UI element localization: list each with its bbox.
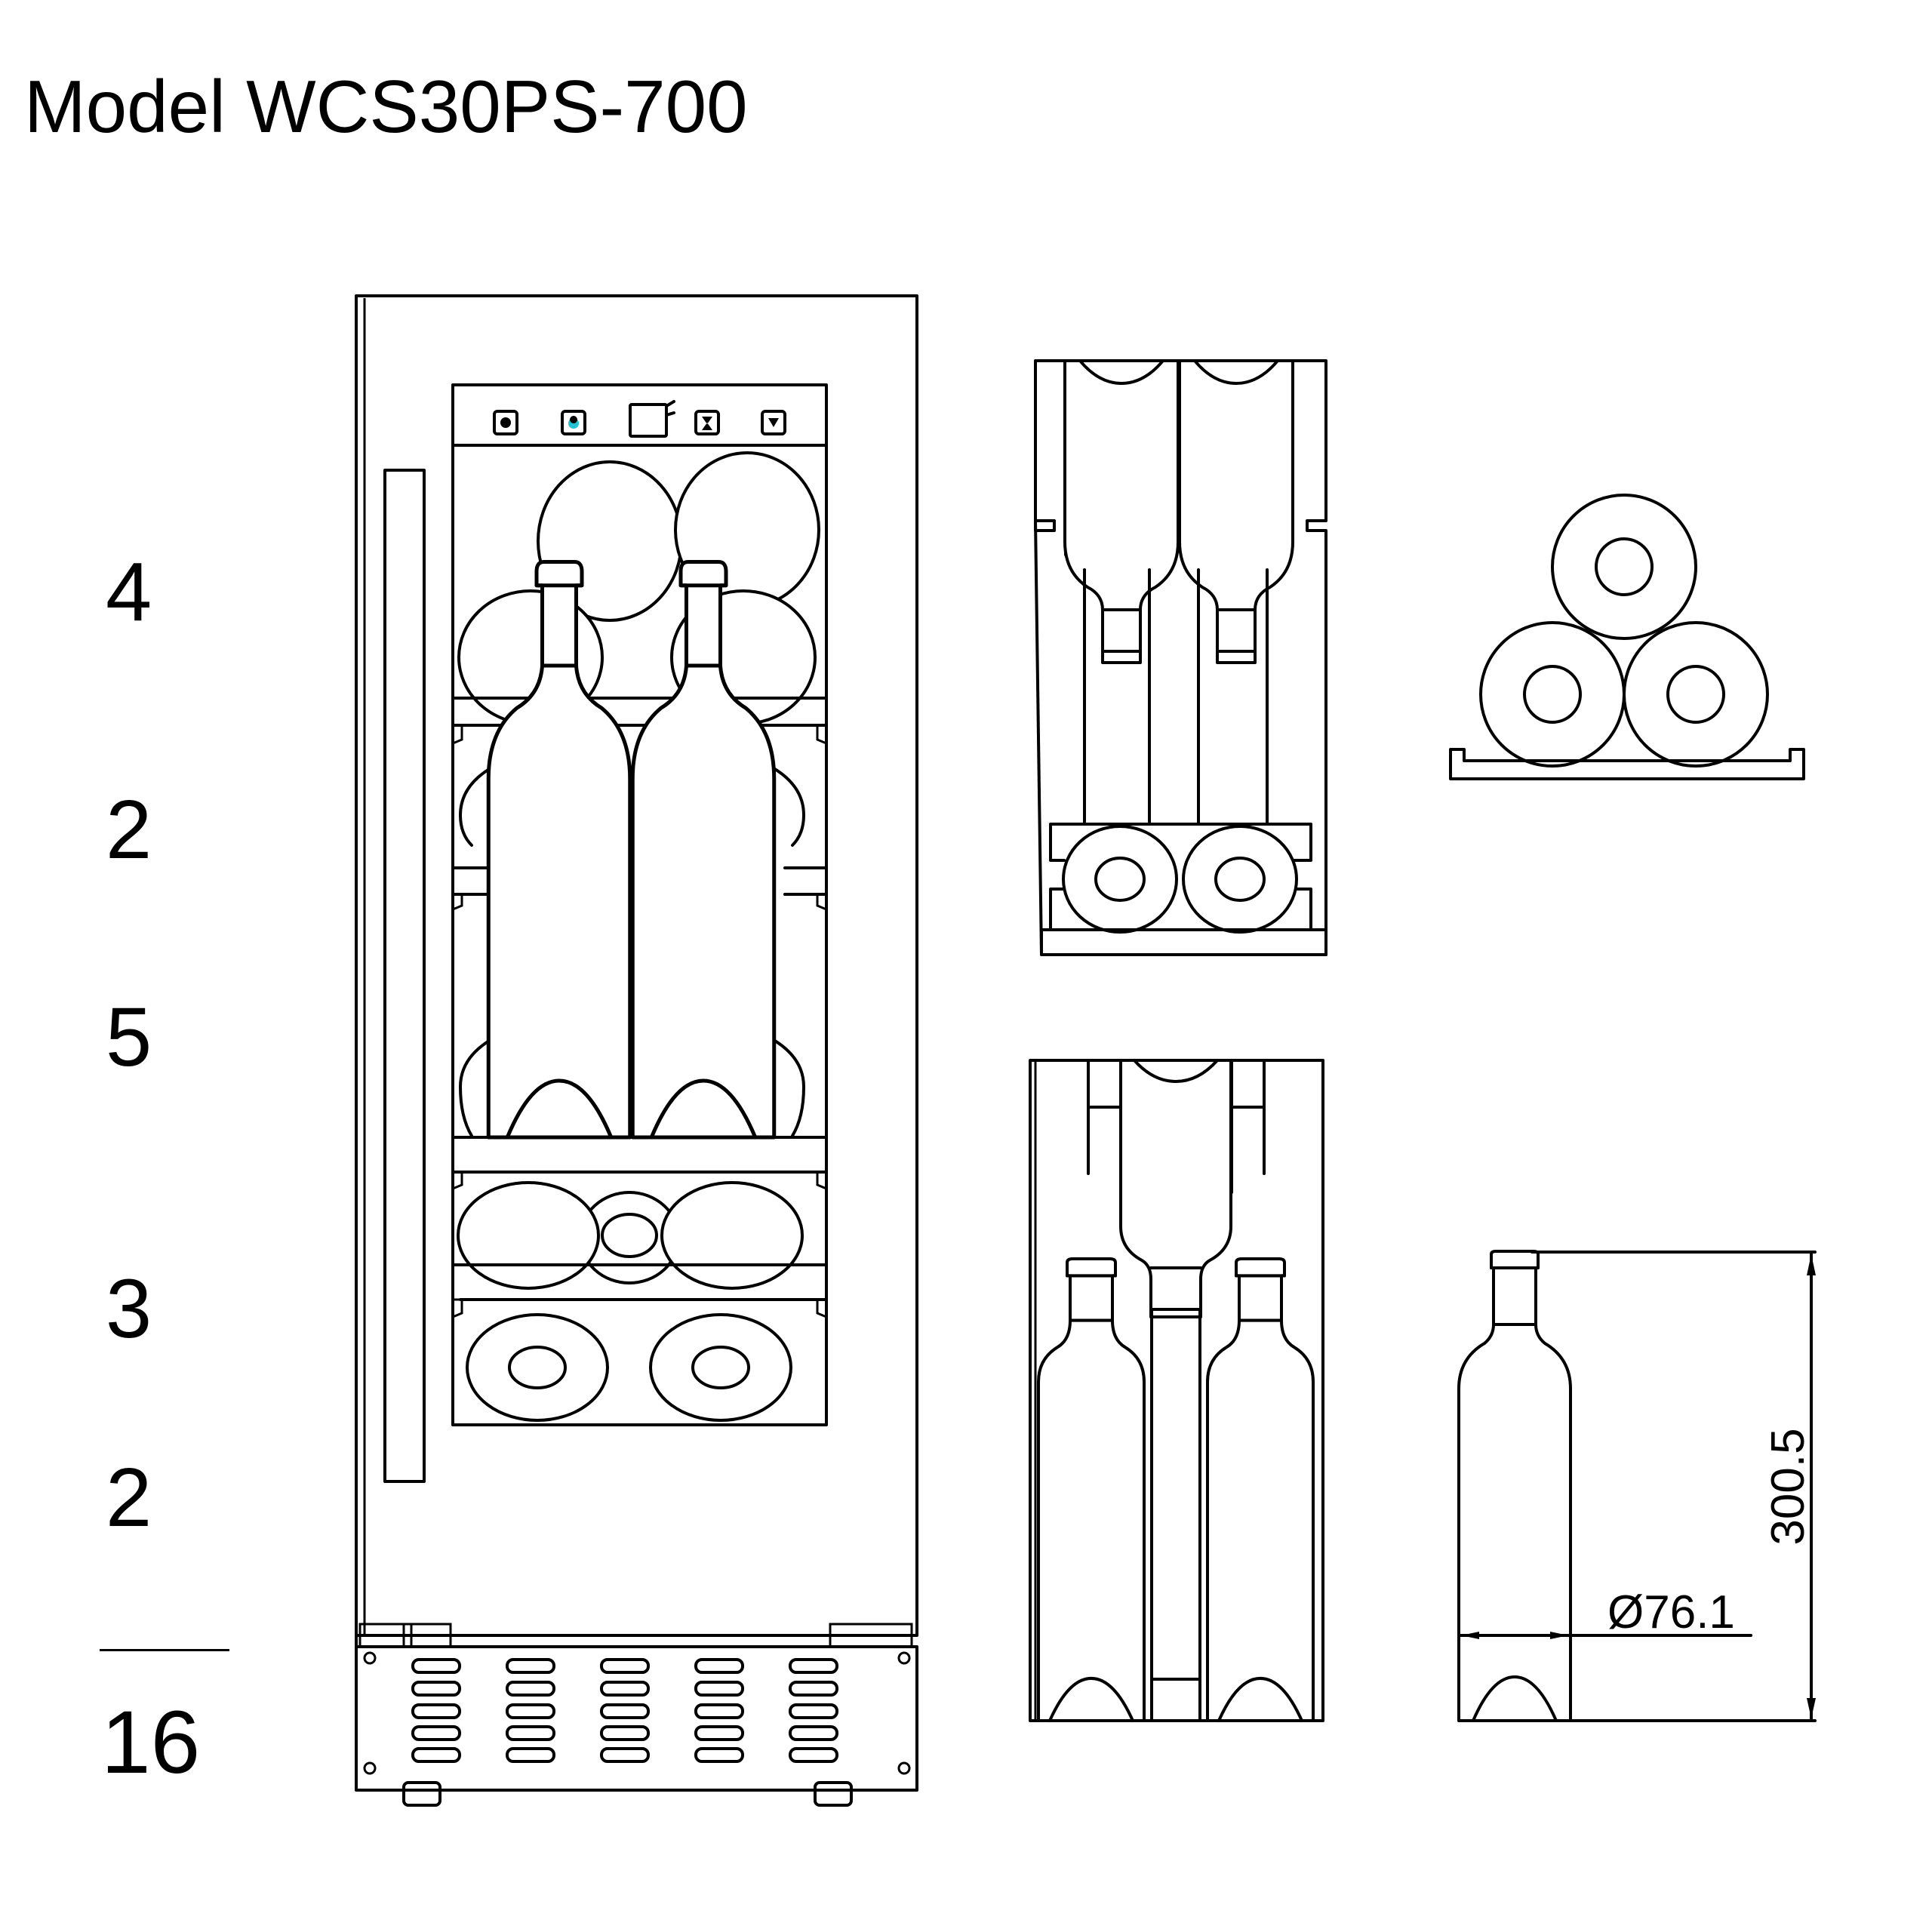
- vent-slot: [411, 1725, 461, 1741]
- vent-slot: [600, 1725, 650, 1741]
- power-button[interactable]: [493, 410, 518, 435]
- glass-window: [451, 383, 828, 1426]
- temp-down-icon: [768, 418, 779, 427]
- front-view: [355, 294, 918, 1807]
- light-button[interactable]: [561, 410, 586, 435]
- total-divider: [100, 1649, 229, 1651]
- shelf-count-2: 2: [106, 783, 152, 876]
- vent-slot: [506, 1658, 555, 1674]
- vent-slot: [789, 1747, 838, 1763]
- bottle-dimension-view: 300.5 Ø76.1: [1457, 1250, 1817, 1722]
- total-capacity: 16: [101, 1693, 201, 1792]
- vent-slot: [411, 1747, 461, 1763]
- vent-slot: [600, 1747, 650, 1763]
- vent-slot: [789, 1681, 838, 1697]
- shelf-count-1: 4: [106, 546, 152, 638]
- vent-slot: [789, 1703, 838, 1719]
- control-panel: [493, 400, 786, 438]
- temp-up-button[interactable]: [694, 410, 720, 435]
- vent-slot: [506, 1725, 555, 1741]
- vent-slot: [600, 1681, 650, 1697]
- temp-up-icon: [702, 417, 712, 430]
- shelf-count-5: 2: [106, 1451, 152, 1544]
- temp-down-button[interactable]: [761, 410, 786, 435]
- vent-slot: [694, 1681, 744, 1697]
- vent-slot: [694, 1747, 744, 1763]
- stacked-bottles-view: [1449, 494, 1805, 780]
- vent-slot: [694, 1725, 744, 1741]
- reference-bottle: [1457, 1250, 1572, 1722]
- side-view-top-shelf: [1034, 359, 1327, 956]
- leveling-foot: [814, 1781, 853, 1807]
- shelf-tray: [1449, 748, 1805, 780]
- leveling-foot: [402, 1781, 441, 1807]
- vent-slot: [506, 1747, 555, 1763]
- vent-slot: [411, 1703, 461, 1719]
- shelf-count-4: 3: [106, 1263, 152, 1355]
- shelf-count-3: 5: [106, 991, 152, 1084]
- base-grille: [355, 1645, 918, 1792]
- vent-slot: [506, 1703, 555, 1719]
- vent-slot: [789, 1658, 838, 1674]
- vent-slot: [600, 1658, 650, 1674]
- vent-slot: [411, 1681, 461, 1697]
- vent-slot: [506, 1681, 555, 1697]
- model-title: Model WCS30PS-700: [24, 65, 748, 148]
- vent-slot: [789, 1725, 838, 1741]
- shelf-4: [457, 1181, 804, 1290]
- vent-slot: [600, 1703, 650, 1719]
- vent-slot: [411, 1658, 461, 1674]
- power-icon: [500, 417, 511, 428]
- side-view-middle-shelf: [1029, 1059, 1324, 1723]
- vent-slots: [411, 1658, 838, 1763]
- shelf-5: [466, 1313, 792, 1422]
- shelf-1: [457, 451, 820, 725]
- vent-slot: [694, 1658, 744, 1674]
- temperature-display: [629, 403, 668, 438]
- cabinet-outline: [355, 294, 918, 1637]
- height-value: 300.5: [1762, 1428, 1814, 1545]
- door-handle[interactable]: [383, 469, 426, 1483]
- vent-slot: [694, 1703, 744, 1719]
- diameter-value: Ø76.1: [1607, 1586, 1735, 1638]
